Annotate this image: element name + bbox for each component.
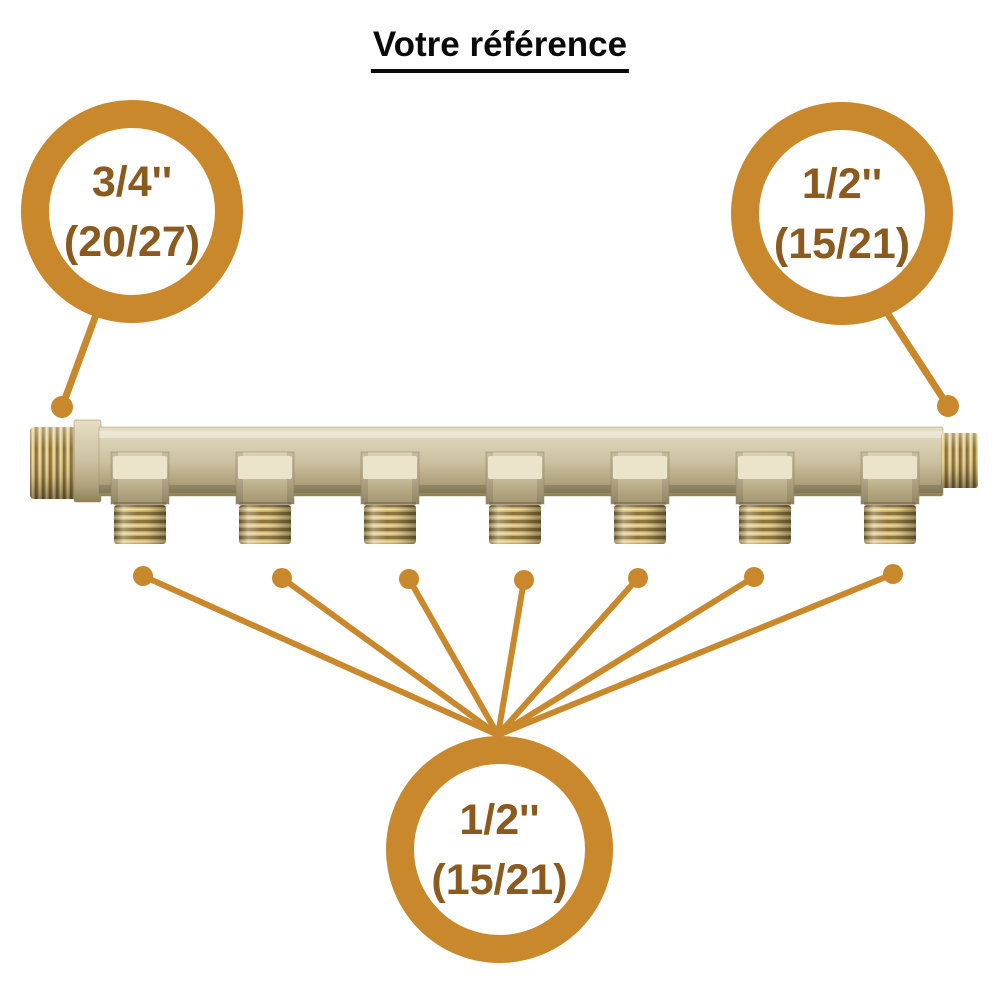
- outlet-port: [360, 451, 420, 544]
- outlet-leader-dot: [883, 564, 903, 584]
- annotation-leaders: [51, 308, 959, 738]
- end-outlet-dn-label: (15/21): [773, 219, 911, 268]
- end-outlet-size-label: 1/2'': [801, 159, 883, 208]
- page-title: Votre référence: [370, 25, 630, 73]
- end-outlet-leader-dot: [937, 395, 959, 417]
- outlet-leader-dot: [272, 568, 292, 588]
- end-outlet-thread: [941, 433, 978, 488]
- outlet-port: [735, 451, 795, 544]
- outlet-leader-line: [495, 577, 527, 738]
- outlet-leader-line: [279, 575, 501, 738]
- inlet-dn-label: (20/27): [63, 217, 201, 266]
- outlet-leader-dot: [628, 568, 648, 588]
- inlet-leader-dot: [51, 396, 73, 418]
- outlet-port: [110, 451, 170, 544]
- outlet-port: [235, 451, 295, 544]
- inlet-collar: [73, 419, 102, 503]
- end-outlet-leader-line: [884, 310, 952, 410]
- outlet-port: [610, 451, 670, 544]
- outlet-leader-line: [406, 576, 501, 738]
- outlet-leader-dot: [399, 569, 419, 589]
- outlet-port: [485, 451, 545, 544]
- outlet-ports: [110, 451, 920, 544]
- inlet-size-badge: 3/4'' (20/27): [21, 100, 243, 323]
- inlet-size-label: 3/4'': [91, 157, 173, 206]
- outlet-leader-line: [495, 574, 757, 738]
- outlet-port: [860, 451, 920, 544]
- end-outlet-size-badge: 1/2'' (15/21): [731, 102, 953, 325]
- bottom-outlets-dn-label: (15/21): [431, 855, 568, 904]
- outlets-leader-fan: [133, 564, 903, 738]
- outlet-leader-dot: [133, 566, 153, 586]
- outlet-leader-line: [140, 573, 501, 738]
- outlet-leader-line: [495, 575, 641, 738]
- bottom-outlets-size-label: 1/2'': [459, 795, 540, 844]
- manifold-illustration: [30, 419, 978, 544]
- inlet-leader-line: [58, 308, 101, 411]
- outlet-leader-line: [495, 571, 896, 738]
- outlet-leader-dot: [514, 570, 534, 590]
- inlet-thread: [30, 427, 79, 499]
- bottom-outlets-size-badge: 1/2'' (15/21): [386, 736, 613, 963]
- outlet-leader-dot: [744, 567, 764, 587]
- tube-highlight: [99, 431, 943, 438]
